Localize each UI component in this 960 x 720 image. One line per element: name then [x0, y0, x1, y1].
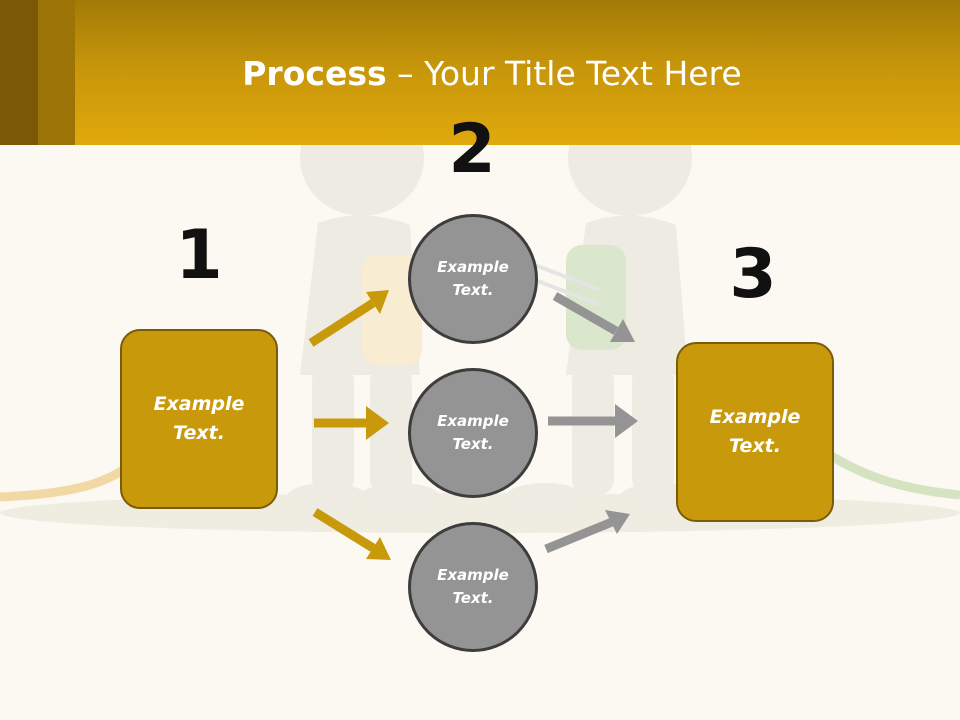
header-accent-bar	[0, 0, 38, 145]
box-text-line: Text.	[173, 422, 225, 444]
box-text-line: Example	[153, 393, 245, 415]
arrow-gray-down	[552, 292, 619, 335]
header-band	[0, 0, 960, 145]
arrow-gray-up-head	[605, 510, 630, 534]
arrow-gray-down-head	[610, 319, 635, 342]
step-number-2: 2	[448, 110, 496, 189]
arrow-gold-right-head	[366, 406, 389, 440]
arrow-gray-up	[544, 517, 614, 554]
arrow-gold-up	[308, 299, 376, 347]
box-text-line: Example	[709, 406, 801, 428]
arrow-gray-right-head	[615, 404, 638, 438]
circle-text-line: Example	[437, 412, 509, 430]
circle-text-line: Example	[437, 566, 509, 584]
circle-text-line: Text.	[452, 281, 494, 299]
header-accent-bar	[38, 0, 75, 145]
step-number-1: 1	[175, 216, 223, 295]
title-rest: – Your Title Text Here	[386, 54, 742, 93]
title-bold: Process	[242, 54, 387, 93]
circle-text-line: Text.	[452, 435, 494, 453]
step-number-3: 3	[729, 235, 777, 314]
circle-text-line: Text.	[452, 589, 494, 607]
arrow-gold-up-head	[366, 290, 389, 314]
slide-title: Process – Your Title Text Here	[0, 54, 960, 94]
arrow-gold-down	[312, 508, 376, 552]
circle-text-line: Example	[437, 258, 509, 276]
arrow-gold-down-head	[366, 537, 391, 560]
box-text-line: Text.	[729, 435, 781, 457]
